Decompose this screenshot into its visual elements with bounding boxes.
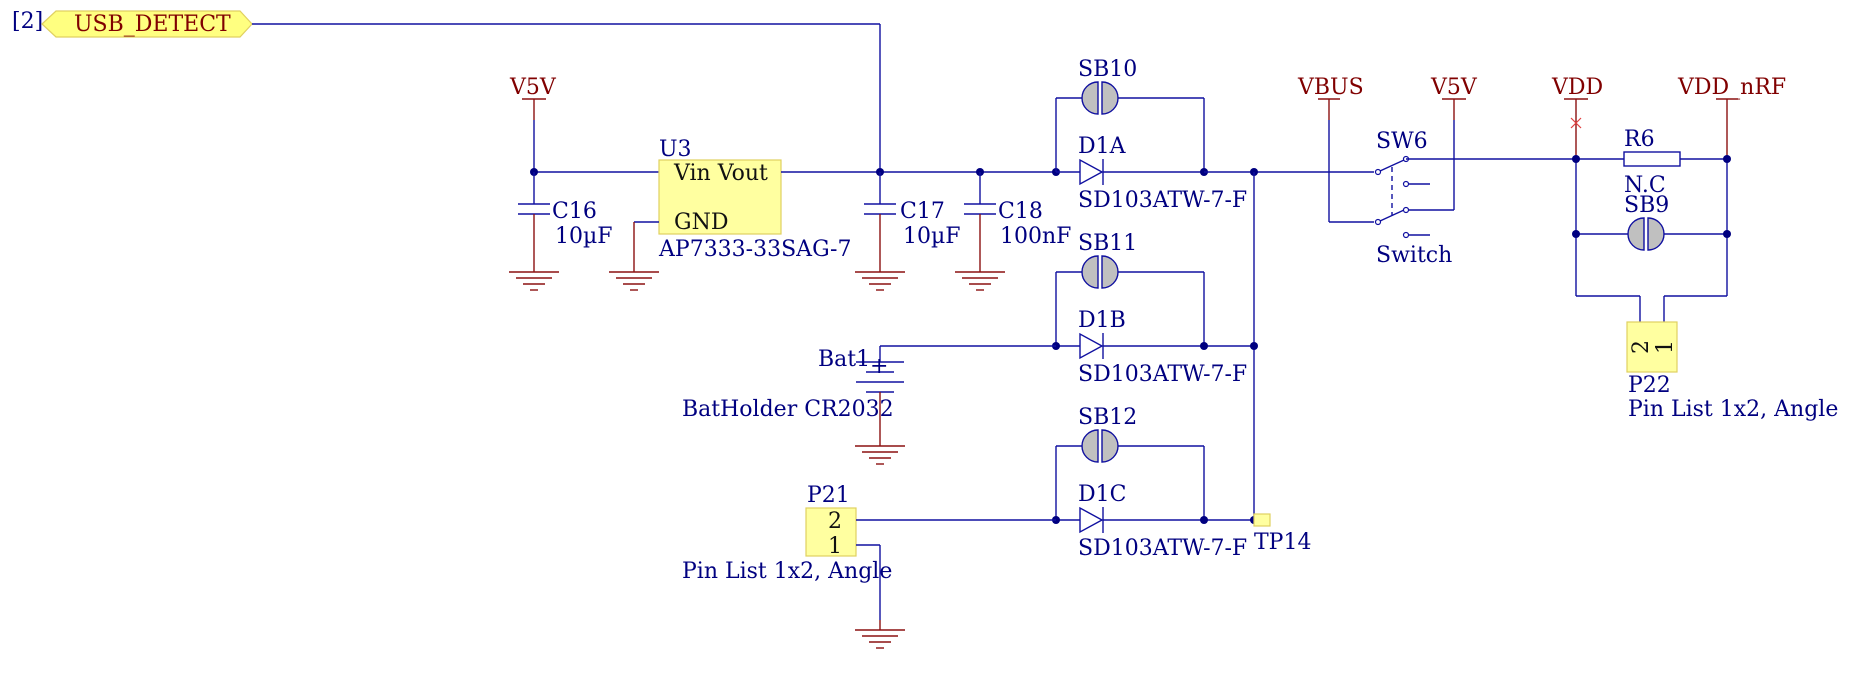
regulator-u3: U3 Vin Vout GND AP7333-33SAG-7	[608, 137, 851, 291]
solder-bridge-sb9: SB9	[1576, 193, 1727, 251]
p22-pin2: 2	[1629, 340, 1654, 354]
sheet-ref: [2]	[12, 9, 43, 34]
bat1-ref: Bat1	[818, 347, 870, 372]
diode-d1a: D1A SD103ATW-7-F	[1056, 134, 1247, 213]
c17-value: 10µF	[903, 224, 961, 249]
sb9-ref: SB9	[1624, 193, 1669, 218]
u3-ref: U3	[659, 137, 692, 162]
p22-value: Pin List 1x2, Angle	[1628, 397, 1838, 422]
c18-ref: C18	[998, 199, 1043, 224]
u3-value: AP7333-33SAG-7	[658, 237, 851, 262]
junction	[1723, 155, 1731, 163]
diode-d1b: D1B SD103ATW-7-F	[1056, 308, 1254, 387]
u3-gnd-pin: GND	[674, 210, 728, 235]
power-label: VDD	[1551, 75, 1603, 100]
power-label: V5V	[1430, 75, 1478, 100]
p21-pin1: 1	[828, 534, 842, 559]
connector-p21: P21 2 1 Pin List 1x2, Angle	[682, 483, 1056, 649]
junction	[1572, 155, 1580, 163]
power-label: V5V	[509, 75, 557, 100]
c16-value: 10µF	[555, 224, 613, 249]
power-label: VDD_nRF	[1677, 75, 1786, 100]
d1b-ref: D1B	[1078, 308, 1126, 333]
branch-b: SB11 D1B SD103ATW-7-F	[1052, 231, 1258, 387]
sb11-ref: SB11	[1078, 231, 1137, 256]
connector-p22: 2 1 P22 Pin List 1x2, Angle	[1576, 295, 1838, 422]
p21-value: Pin List 1x2, Angle	[682, 559, 892, 584]
branch-a: SB10 D1A SD103ATW-7-F	[1055, 57, 1247, 213]
port-name: USB_DETECT	[74, 12, 231, 37]
c16-ref: C16	[552, 199, 597, 224]
sb12-ref: SB12	[1078, 405, 1137, 430]
junction	[1723, 230, 1731, 238]
power-vdd-nrf: VDD_nRF	[1677, 75, 1786, 159]
p21-ref: P21	[807, 483, 850, 508]
power-v5v-right: V5V	[1406, 75, 1478, 211]
c17-ref: C17	[900, 199, 945, 224]
switch-sw6: SW6 Switch	[1374, 129, 1452, 268]
solder-bridge-sb12: SB12	[1078, 405, 1137, 463]
bat1-plus: +	[870, 354, 888, 379]
sw6-value: Switch	[1376, 243, 1452, 268]
p22-ref: P22	[1628, 373, 1671, 398]
capacitor-c16: C16 10µF	[508, 172, 613, 291]
tp14-ref: TP14	[1254, 530, 1311, 555]
diode-d1c: D1C SD103ATW-7-F	[1056, 482, 1254, 561]
sb10-ref: SB10	[1078, 57, 1137, 82]
battery-bat1: Bat1 + BatHolder CR2032	[682, 345, 1056, 465]
solder-bridge-sb11: SB11	[1078, 231, 1137, 289]
bat1-value: BatHolder CR2032	[682, 397, 894, 422]
u3-pins: Vin Vout	[673, 161, 768, 186]
d1b-value: SD103ATW-7-F	[1078, 362, 1247, 387]
d1a-ref: D1A	[1078, 134, 1127, 159]
r6-value: N.C	[1624, 173, 1666, 198]
p22-pin1: 1	[1653, 340, 1678, 354]
usb-detect-port: [2] USB_DETECT	[12, 9, 253, 38]
p21-pin2: 2	[828, 509, 842, 534]
junction	[1572, 230, 1580, 238]
capacitor-c18: C18 100nF	[954, 172, 1071, 291]
c18-value: 100nF	[1000, 224, 1071, 249]
r6-ref: R6	[1624, 127, 1655, 152]
d1c-value: SD103ATW-7-F	[1078, 536, 1247, 561]
sw6-ref: SW6	[1376, 129, 1428, 154]
power-label: VBUS	[1297, 75, 1364, 100]
d1c-ref: D1C	[1078, 482, 1126, 507]
branch-c: SB12 D1C SD103ATW-7-F	[1052, 405, 1258, 561]
solder-bridge-sb10: SB10	[1078, 57, 1137, 115]
testpoint-tp14: TP14	[1253, 513, 1311, 555]
power-vbus: VBUS	[1297, 75, 1374, 223]
resistor-r6: R6 N.C	[1576, 127, 1727, 198]
d1a-value: SD103ATW-7-F	[1078, 188, 1247, 213]
power-v5v-left: V5V	[509, 75, 557, 120]
capacitor-c17: C17 10µF	[854, 172, 961, 291]
power-vdd: VDD	[1551, 75, 1603, 159]
